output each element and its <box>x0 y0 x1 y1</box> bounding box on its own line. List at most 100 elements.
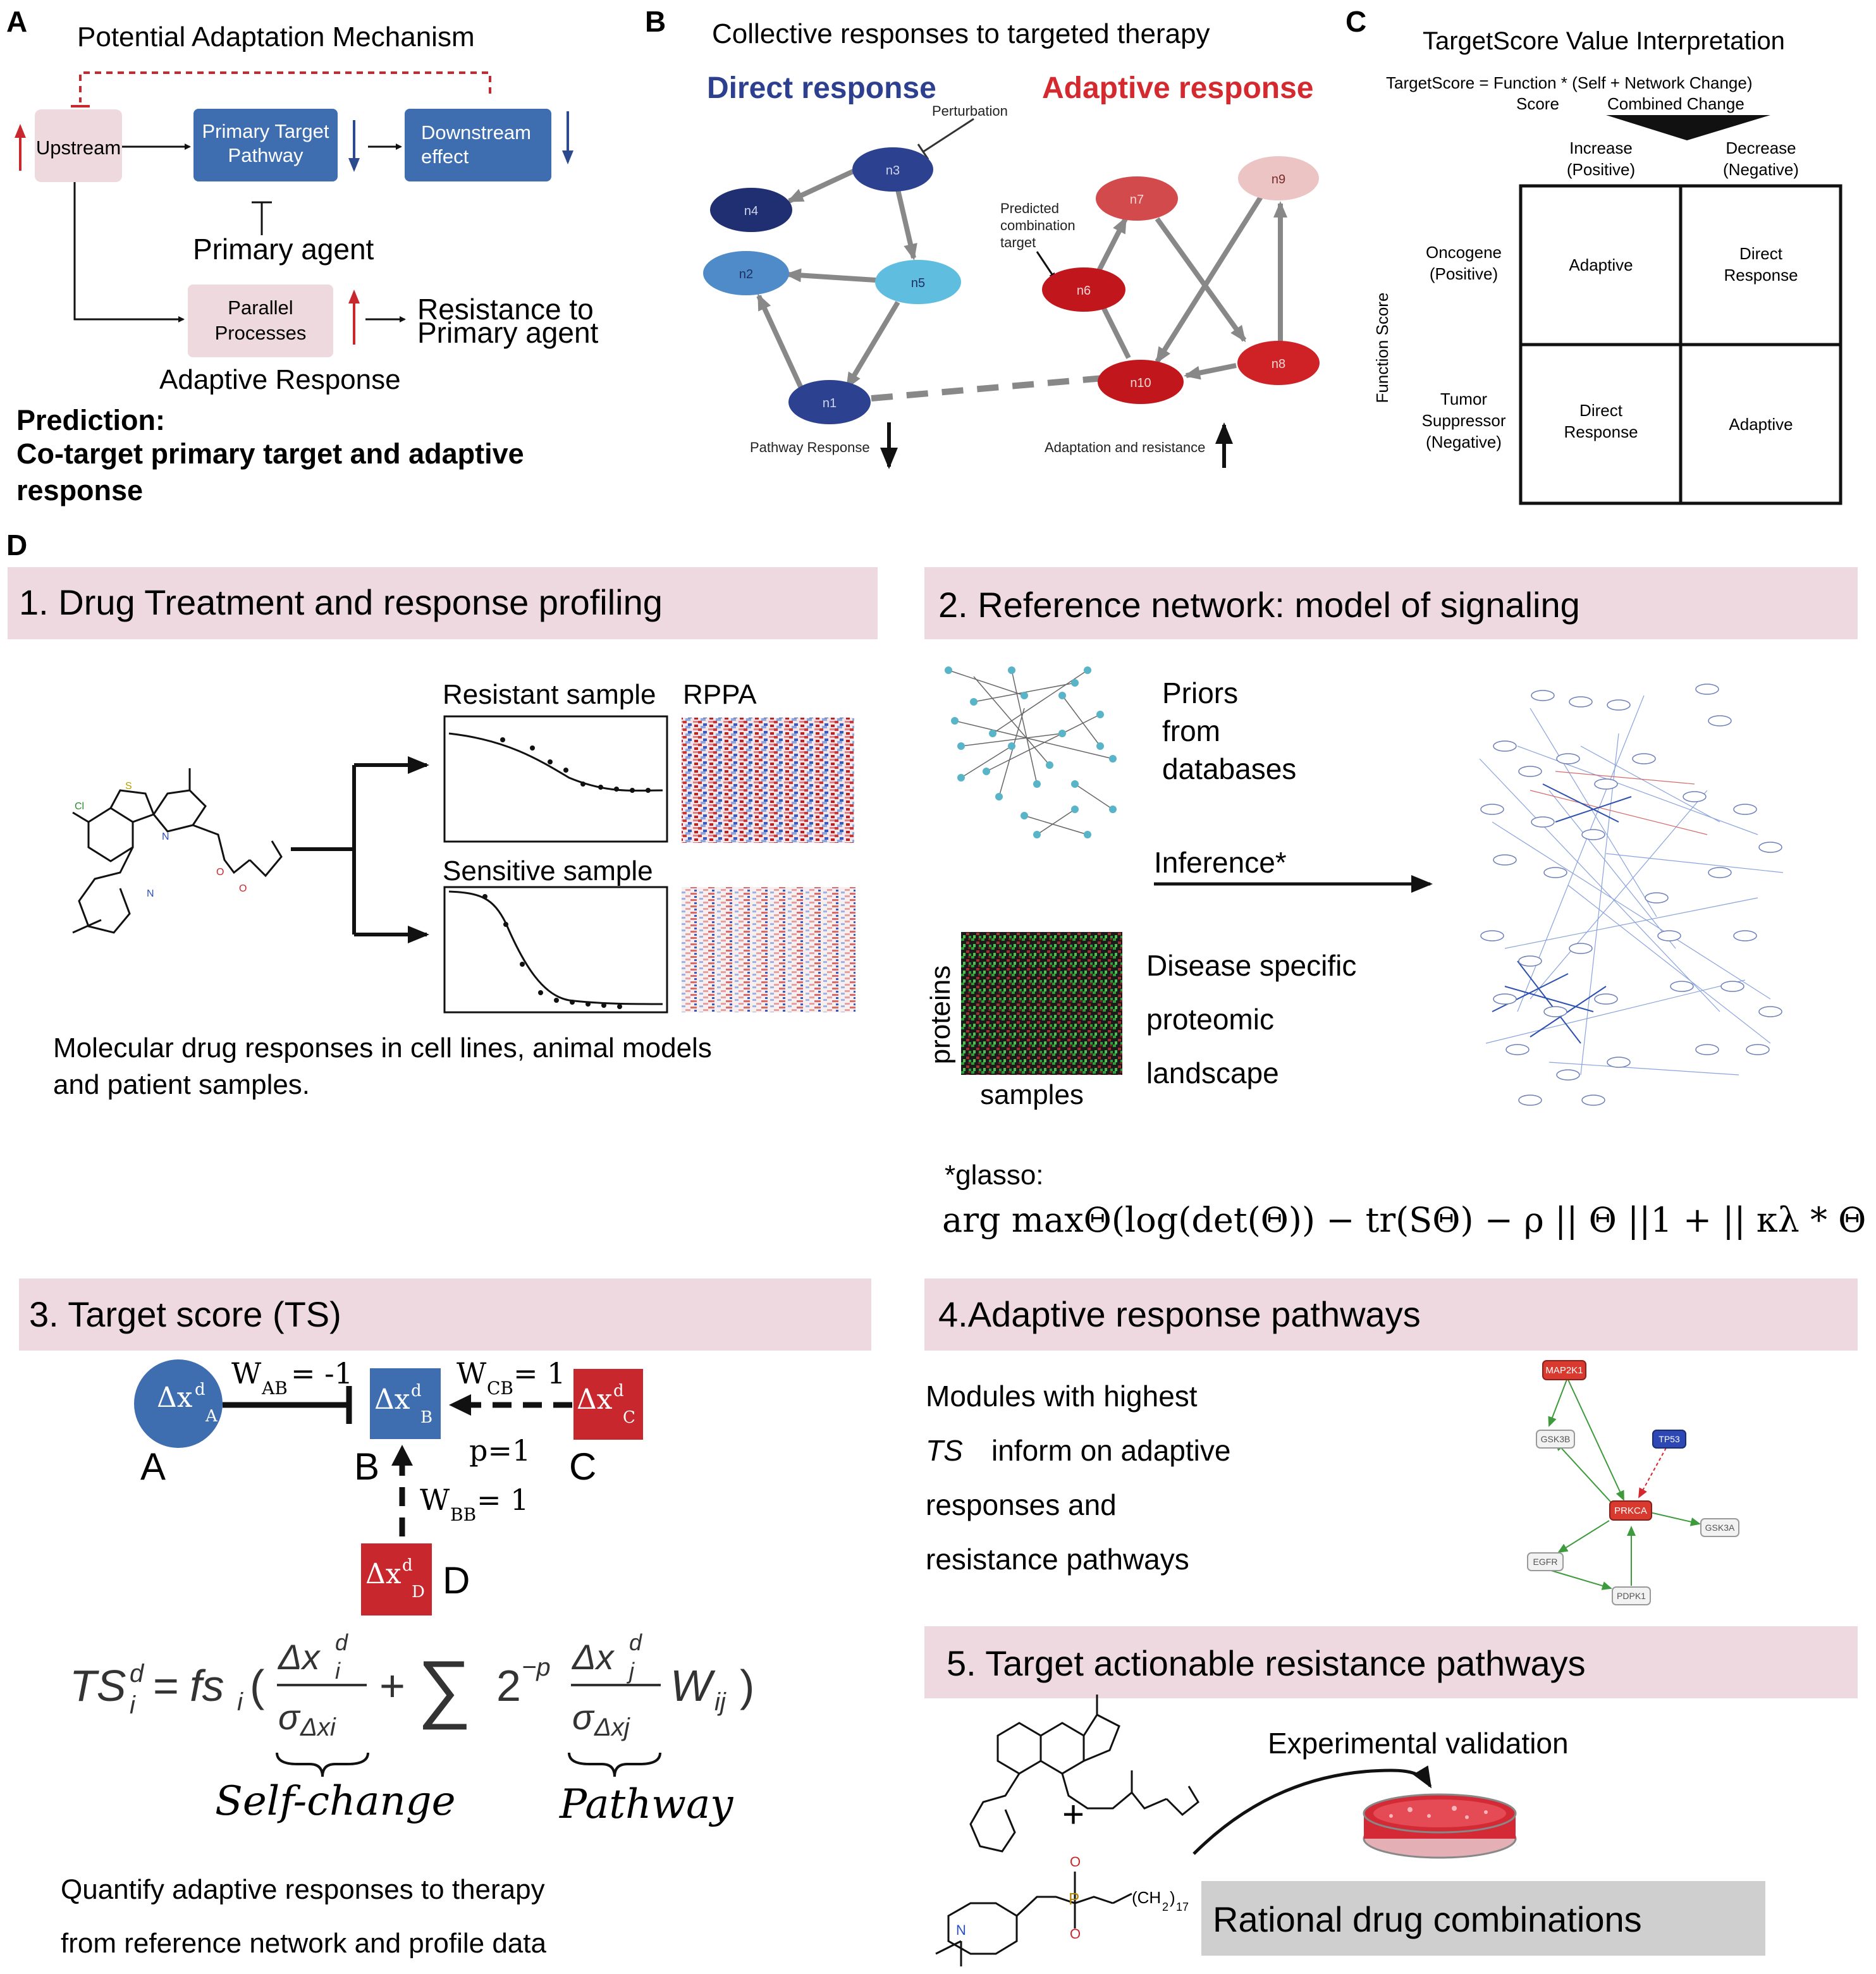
section-4-desc-2: inform on adaptive <box>991 1434 1230 1467</box>
col-increase-sub: (Positive) <box>1567 160 1635 179</box>
w-bb-label: W <box>420 1483 450 1517</box>
node-pdpk1-label: PDPK1 <box>1617 1591 1646 1601</box>
downstream-label-1: Downstream <box>421 121 531 144</box>
drug-molecule-3 <box>935 1872 1132 1966</box>
section-3-desc-1: Quantify adaptive responses to therapy <box>61 1874 545 1905</box>
w-bb-value: = 1 <box>477 1483 529 1517</box>
formula-score-label: Score <box>1516 94 1559 113</box>
proteomic-heatmap <box>961 932 1122 1075</box>
ts-num2: Δx <box>571 1637 615 1677</box>
panel-b: B Collective responses to targeted thera… <box>645 5 1320 469</box>
drug-molecule-2 <box>969 1695 1199 1853</box>
self-change-brace <box>276 1752 369 1777</box>
edge-n3-n4 <box>787 166 861 204</box>
mol-label-o2: O <box>239 883 247 894</box>
sensitive-curve <box>448 890 663 1005</box>
ts-den2: σ <box>572 1697 595 1737</box>
predicted-label-1: Predicted <box>1000 200 1059 216</box>
section-3-desc-2: from reference network and profile data <box>61 1928 546 1959</box>
section-5-title: 5. Target actionable resistance pathways <box>947 1643 1586 1683</box>
priors-label-2: from <box>1162 714 1220 747</box>
node-n4-label: n4 <box>744 204 758 218</box>
w-ab-label: W <box>231 1356 262 1390</box>
adaptive-response-label-b: Adaptive response <box>1042 71 1313 105</box>
section-3-title: 3. Target score (TS) <box>29 1294 341 1334</box>
ts-main: TS <box>70 1661 126 1710</box>
samples-axis-label: samples <box>980 1079 1084 1110</box>
upstream-box <box>35 109 122 182</box>
targetscore-formula: TargetScore = Function * (Self + Network… <box>1386 73 1753 92</box>
cell-adaptive-2: Adaptive <box>1729 415 1793 434</box>
section-4-desc-4: resistance pathways <box>926 1543 1189 1576</box>
edge-egfr-pdpk1 <box>1542 1567 1612 1590</box>
resistant-sample-label: Resistant sample <box>443 679 656 710</box>
node-n10-label: n10 <box>1130 376 1151 390</box>
ts-two: 2 <box>496 1661 521 1710</box>
resistant-points <box>500 737 651 793</box>
node-d-sub: D <box>412 1583 425 1602</box>
self-change-label: Self-change <box>215 1778 456 1825</box>
primary-agent-label: Primary agent <box>193 233 374 266</box>
panel-a-title: Potential Adaptation Mechanism <box>77 21 475 52</box>
node-prkca <box>1609 1500 1652 1521</box>
node-d-label: D <box>443 1559 470 1602</box>
node-gsk3b <box>1536 1430 1575 1449</box>
node-n7 <box>1096 176 1178 221</box>
node-egfr <box>1527 1552 1564 1571</box>
panel-c: C TargetScore Value Interpretation Targe… <box>1346 5 1842 505</box>
node-a-circle <box>134 1359 223 1448</box>
rppa-label: RPPA <box>683 679 757 710</box>
section-1-desc-1: Molecular drug responses in cell lines, … <box>53 1033 712 1064</box>
node-a-label: A <box>140 1445 166 1488</box>
adaptive-response-label: Adaptive Response <box>159 364 401 395</box>
rational-combinations-box <box>1201 1881 1765 1956</box>
ts-num1-sup: d <box>335 1629 348 1655</box>
section-3-band <box>19 1278 871 1351</box>
node-gsk3b-label: GSK3B <box>1541 1434 1571 1444</box>
mol2-o-bottom: O <box>1070 1926 1081 1942</box>
prediction-text-2: response <box>16 474 143 506</box>
edge-prkca-egfr <box>1557 1520 1610 1554</box>
disease-label-2: proteomic <box>1146 1003 1274 1036</box>
formula-combined-label: Combined Change <box>1607 94 1744 113</box>
node-n2 <box>703 251 789 295</box>
prediction-label: Prediction: <box>16 404 165 436</box>
section-3: 3. Target score (TS) Δx d A A W AB = -1 … <box>19 1278 871 1959</box>
node-d-delta: Δx <box>365 1558 402 1590</box>
edge-map2k1-prkca <box>1567 1379 1624 1501</box>
edge-n6-n10 <box>1101 306 1131 359</box>
section-4-desc-1: Modules with highest <box>926 1380 1198 1413</box>
cell-adaptive-1: Adaptive <box>1569 255 1633 274</box>
node-n3 <box>852 147 933 192</box>
adaptation-resistance-label: Adaptation and resistance <box>1045 439 1205 455</box>
ts-den1: σ <box>278 1697 301 1737</box>
mol2-n: N <box>956 1922 966 1938</box>
perturbation-label: Perturbation <box>932 103 1008 119</box>
w-ab-sub: AB <box>261 1378 288 1399</box>
section-1-desc-2: and patient samples. <box>53 1069 310 1100</box>
resistant-rppa-heatmap <box>682 718 854 843</box>
col-decrease-sub: (Negative) <box>1723 160 1799 179</box>
cell-direct-1-l2: Response <box>1724 266 1798 285</box>
w-cb-value: = 1 <box>513 1356 565 1390</box>
ts-w-sub: ij <box>714 1688 726 1716</box>
node-n8-label: n8 <box>1272 357 1285 371</box>
node-b-delta: Δx <box>374 1383 410 1416</box>
proteins-axis-label: proteins <box>925 966 956 1065</box>
mol-label-o1: O <box>216 867 224 878</box>
ts-num1-sub: i <box>335 1658 341 1684</box>
node-c-sup: d <box>613 1382 624 1401</box>
section-2-band <box>924 567 1858 639</box>
primary-target-box <box>193 109 338 181</box>
edge-n1-n2 <box>756 293 806 393</box>
sensitive-curve-plot <box>443 886 668 1014</box>
petri-dish <box>1363 1793 1517 1859</box>
downstream-label-2: effect <box>421 145 469 168</box>
predicted-label-3: target <box>1000 235 1036 250</box>
row-oncogene-label: Oncogene <box>1426 243 1502 262</box>
plus-sign: + <box>1062 1793 1084 1836</box>
ts-sub: i <box>130 1691 136 1719</box>
node-a-sub: A <box>205 1407 218 1426</box>
node-b-sup: d <box>411 1382 422 1401</box>
